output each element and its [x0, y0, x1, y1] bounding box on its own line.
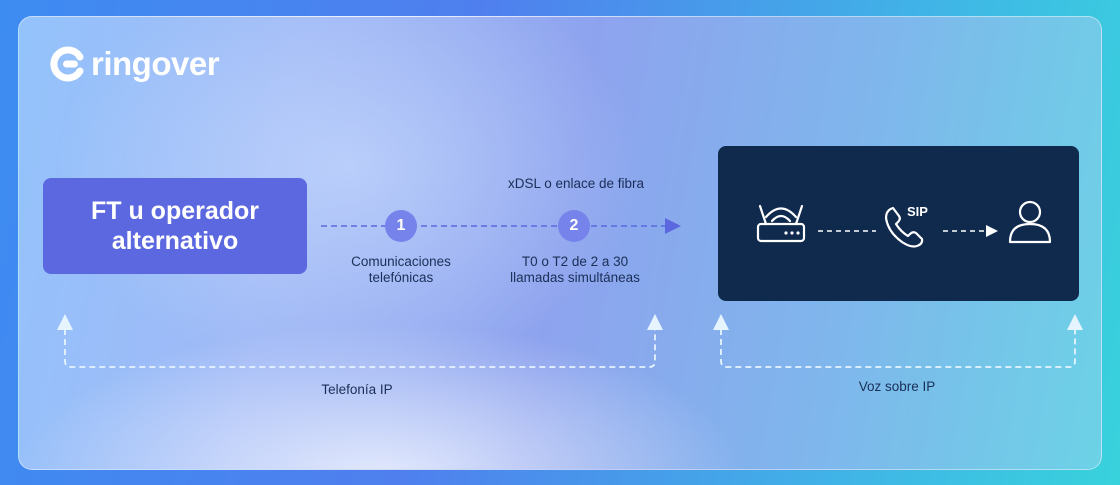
- telefonia-bracket: [64, 329, 656, 368]
- step-1-caption: Comunicaciones telefónicas: [351, 254, 451, 285]
- step-1-circle: 1: [385, 210, 417, 242]
- connection-type-label: xDSL o enlace de fibra: [507, 176, 645, 191]
- step-2-number: 2: [569, 217, 579, 234]
- operator-box-label: FT u operador alternativo: [90, 197, 260, 255]
- step-2-caption: T0 o T2 de 2 a 30 llamadas simultáneas: [510, 254, 640, 285]
- sip-label: SIP: [907, 204, 928, 219]
- voip-panel-graphics: [756, 200, 1052, 248]
- arrow-right-icon: [665, 218, 681, 234]
- brand-logo: ringover: [49, 45, 220, 83]
- phone-sip-icon: [884, 206, 924, 248]
- user-icon: [1008, 200, 1052, 244]
- operator-box: FT u operador alternativo: [43, 178, 307, 274]
- ringover-logo-icon: [50, 46, 84, 82]
- arrow-up-icon: [647, 314, 663, 330]
- brand-name: ringover: [91, 45, 220, 82]
- step-1-number: 1: [396, 217, 406, 234]
- voz-bracket: [720, 329, 1076, 368]
- voip-panel: SIP: [718, 146, 1079, 301]
- arrow-right-icon: [986, 225, 998, 237]
- diagram-card: ringover FT u operador alternativo xDSL …: [18, 16, 1102, 470]
- router-icon: [756, 204, 806, 243]
- arrow-up-icon: [713, 314, 729, 330]
- step-2-circle: 2: [558, 210, 590, 242]
- voz-sobre-ip-label: Voz sobre IP: [858, 379, 936, 394]
- diagram-lines: [57, 218, 1083, 368]
- telefonia-ip-label: Telefonía IP: [321, 382, 393, 397]
- arrow-up-icon: [1067, 314, 1083, 330]
- arrow-up-icon: [57, 314, 73, 330]
